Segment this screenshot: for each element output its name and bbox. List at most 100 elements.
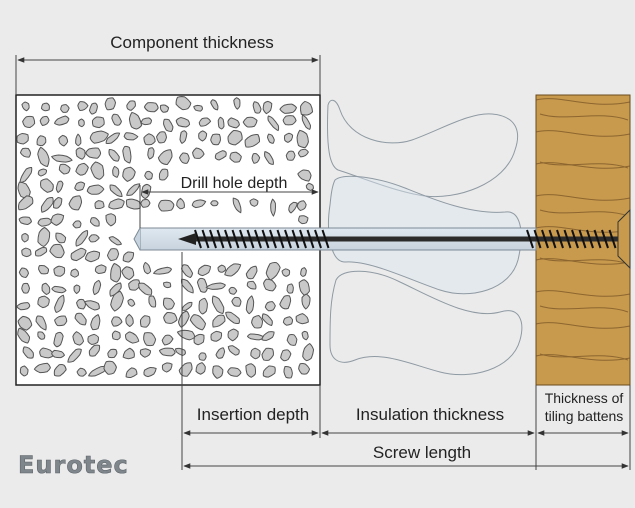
aggregate-stone	[155, 131, 168, 144]
aggregate-stone	[58, 134, 69, 147]
aggregate-stone	[198, 130, 208, 142]
aggregate-stone	[78, 118, 85, 128]
aggregate-stone	[298, 279, 310, 296]
aggregate-stone	[35, 315, 47, 331]
aggregate-stone	[189, 314, 207, 331]
aggregate-stone	[39, 347, 55, 359]
aggregate-stone	[251, 314, 264, 329]
aggregate-stone	[90, 161, 105, 180]
aggregate-stone	[242, 116, 258, 128]
aggregate-stone	[72, 220, 82, 229]
aggregate-stone	[163, 312, 178, 324]
aggregate-stone	[301, 293, 311, 310]
screw-thread	[261, 229, 270, 249]
aggregate-stone	[128, 279, 141, 291]
aggregate-stone	[17, 315, 33, 331]
aggregate-stone	[279, 103, 298, 114]
screw-thread	[541, 229, 549, 249]
aggregate-stone	[109, 184, 123, 198]
screw-thread	[284, 229, 292, 249]
aggregate-stone	[51, 285, 67, 294]
insertion-depth-label: Insertion depth	[197, 405, 309, 424]
aggregate-stone	[143, 102, 159, 113]
screw-thread	[209, 229, 217, 249]
aggregate-stone	[17, 181, 31, 199]
wood-grain-line	[539, 209, 629, 217]
aggregate-stone	[175, 117, 191, 128]
aggregate-stone	[246, 333, 265, 341]
aggregate-stone	[123, 132, 139, 141]
aggregate-stone	[138, 282, 153, 296]
aggregate-stone	[296, 200, 307, 212]
wood-grain-line	[535, 98, 631, 105]
aggregate-stone	[70, 247, 87, 262]
dimension-lines	[15, 55, 631, 470]
aggregate-stone	[280, 349, 292, 362]
aggregate-stone	[18, 195, 34, 211]
aggregate-stone	[38, 264, 50, 275]
wood-grain-line	[535, 194, 631, 201]
aggregate-stone	[54, 315, 68, 327]
screw-thread	[593, 229, 602, 249]
aggregate-stone	[37, 295, 50, 309]
aggregate-stone	[179, 130, 188, 144]
aggregate-stone	[143, 133, 156, 146]
aggregate-stone	[296, 129, 309, 149]
aggregate-stone	[111, 330, 121, 341]
aggregate-stone	[210, 99, 219, 111]
screw-thread	[533, 229, 542, 249]
aggregate-stone	[112, 165, 120, 178]
aggregate-stone	[159, 104, 170, 113]
aggregate-stone	[231, 296, 242, 307]
eurotec-logo: Eurotec	[18, 451, 129, 479]
aggregate-stone	[148, 295, 157, 308]
aggregate-stone	[108, 198, 125, 210]
aggregate-stone	[227, 117, 240, 129]
aggregate-stone	[16, 302, 31, 311]
aggregate-stone	[261, 313, 273, 326]
aggregate-stone	[270, 198, 277, 217]
aggregate-stone	[142, 261, 152, 275]
aggregate-stone	[139, 348, 152, 358]
screw-thread	[578, 229, 587, 249]
aggregate-stone	[298, 362, 311, 375]
aggregate-stone	[232, 197, 242, 214]
aggregate-stone	[19, 147, 32, 158]
aggregate-stone	[227, 345, 240, 356]
aggregate-stone	[125, 313, 134, 328]
aggregate-stone	[87, 333, 100, 346]
aggregate-stone	[152, 266, 173, 275]
aggregate-stone	[122, 347, 135, 360]
aggregate-stone	[18, 267, 29, 279]
aggregate-stone	[53, 265, 66, 277]
screw-thread	[306, 229, 315, 249]
aggregate-stone	[181, 264, 194, 279]
aggregate-stone	[249, 198, 259, 207]
aggregate-stone	[41, 282, 51, 296]
screw-thread	[563, 229, 572, 249]
aggregate-stone	[39, 115, 50, 126]
aggregate-stone	[127, 298, 136, 307]
aggregate-stone	[227, 328, 239, 342]
screw-thread	[276, 229, 285, 249]
aggregate-stone	[126, 183, 141, 196]
aggregate-stone	[90, 314, 101, 331]
aggregate-stone	[181, 301, 193, 311]
aggregate-stone	[191, 199, 207, 209]
aggregate-stone	[75, 133, 82, 147]
aggregate-stone	[286, 334, 298, 346]
aggregate-stone	[299, 100, 314, 116]
aggregate-stone	[128, 111, 143, 130]
aggregate-stone	[245, 363, 257, 378]
aggregate-stone	[50, 154, 73, 163]
aggregate-stone	[111, 316, 123, 327]
aggregate-stone	[297, 169, 312, 182]
aggregate-stone	[215, 347, 226, 359]
aggregate-stone	[16, 132, 29, 145]
aggregate-stone	[224, 263, 242, 277]
aggregate-stone	[266, 133, 275, 144]
aggregate-stone	[40, 196, 54, 213]
aggregate-stone	[19, 365, 29, 377]
screw-thread	[216, 229, 225, 249]
